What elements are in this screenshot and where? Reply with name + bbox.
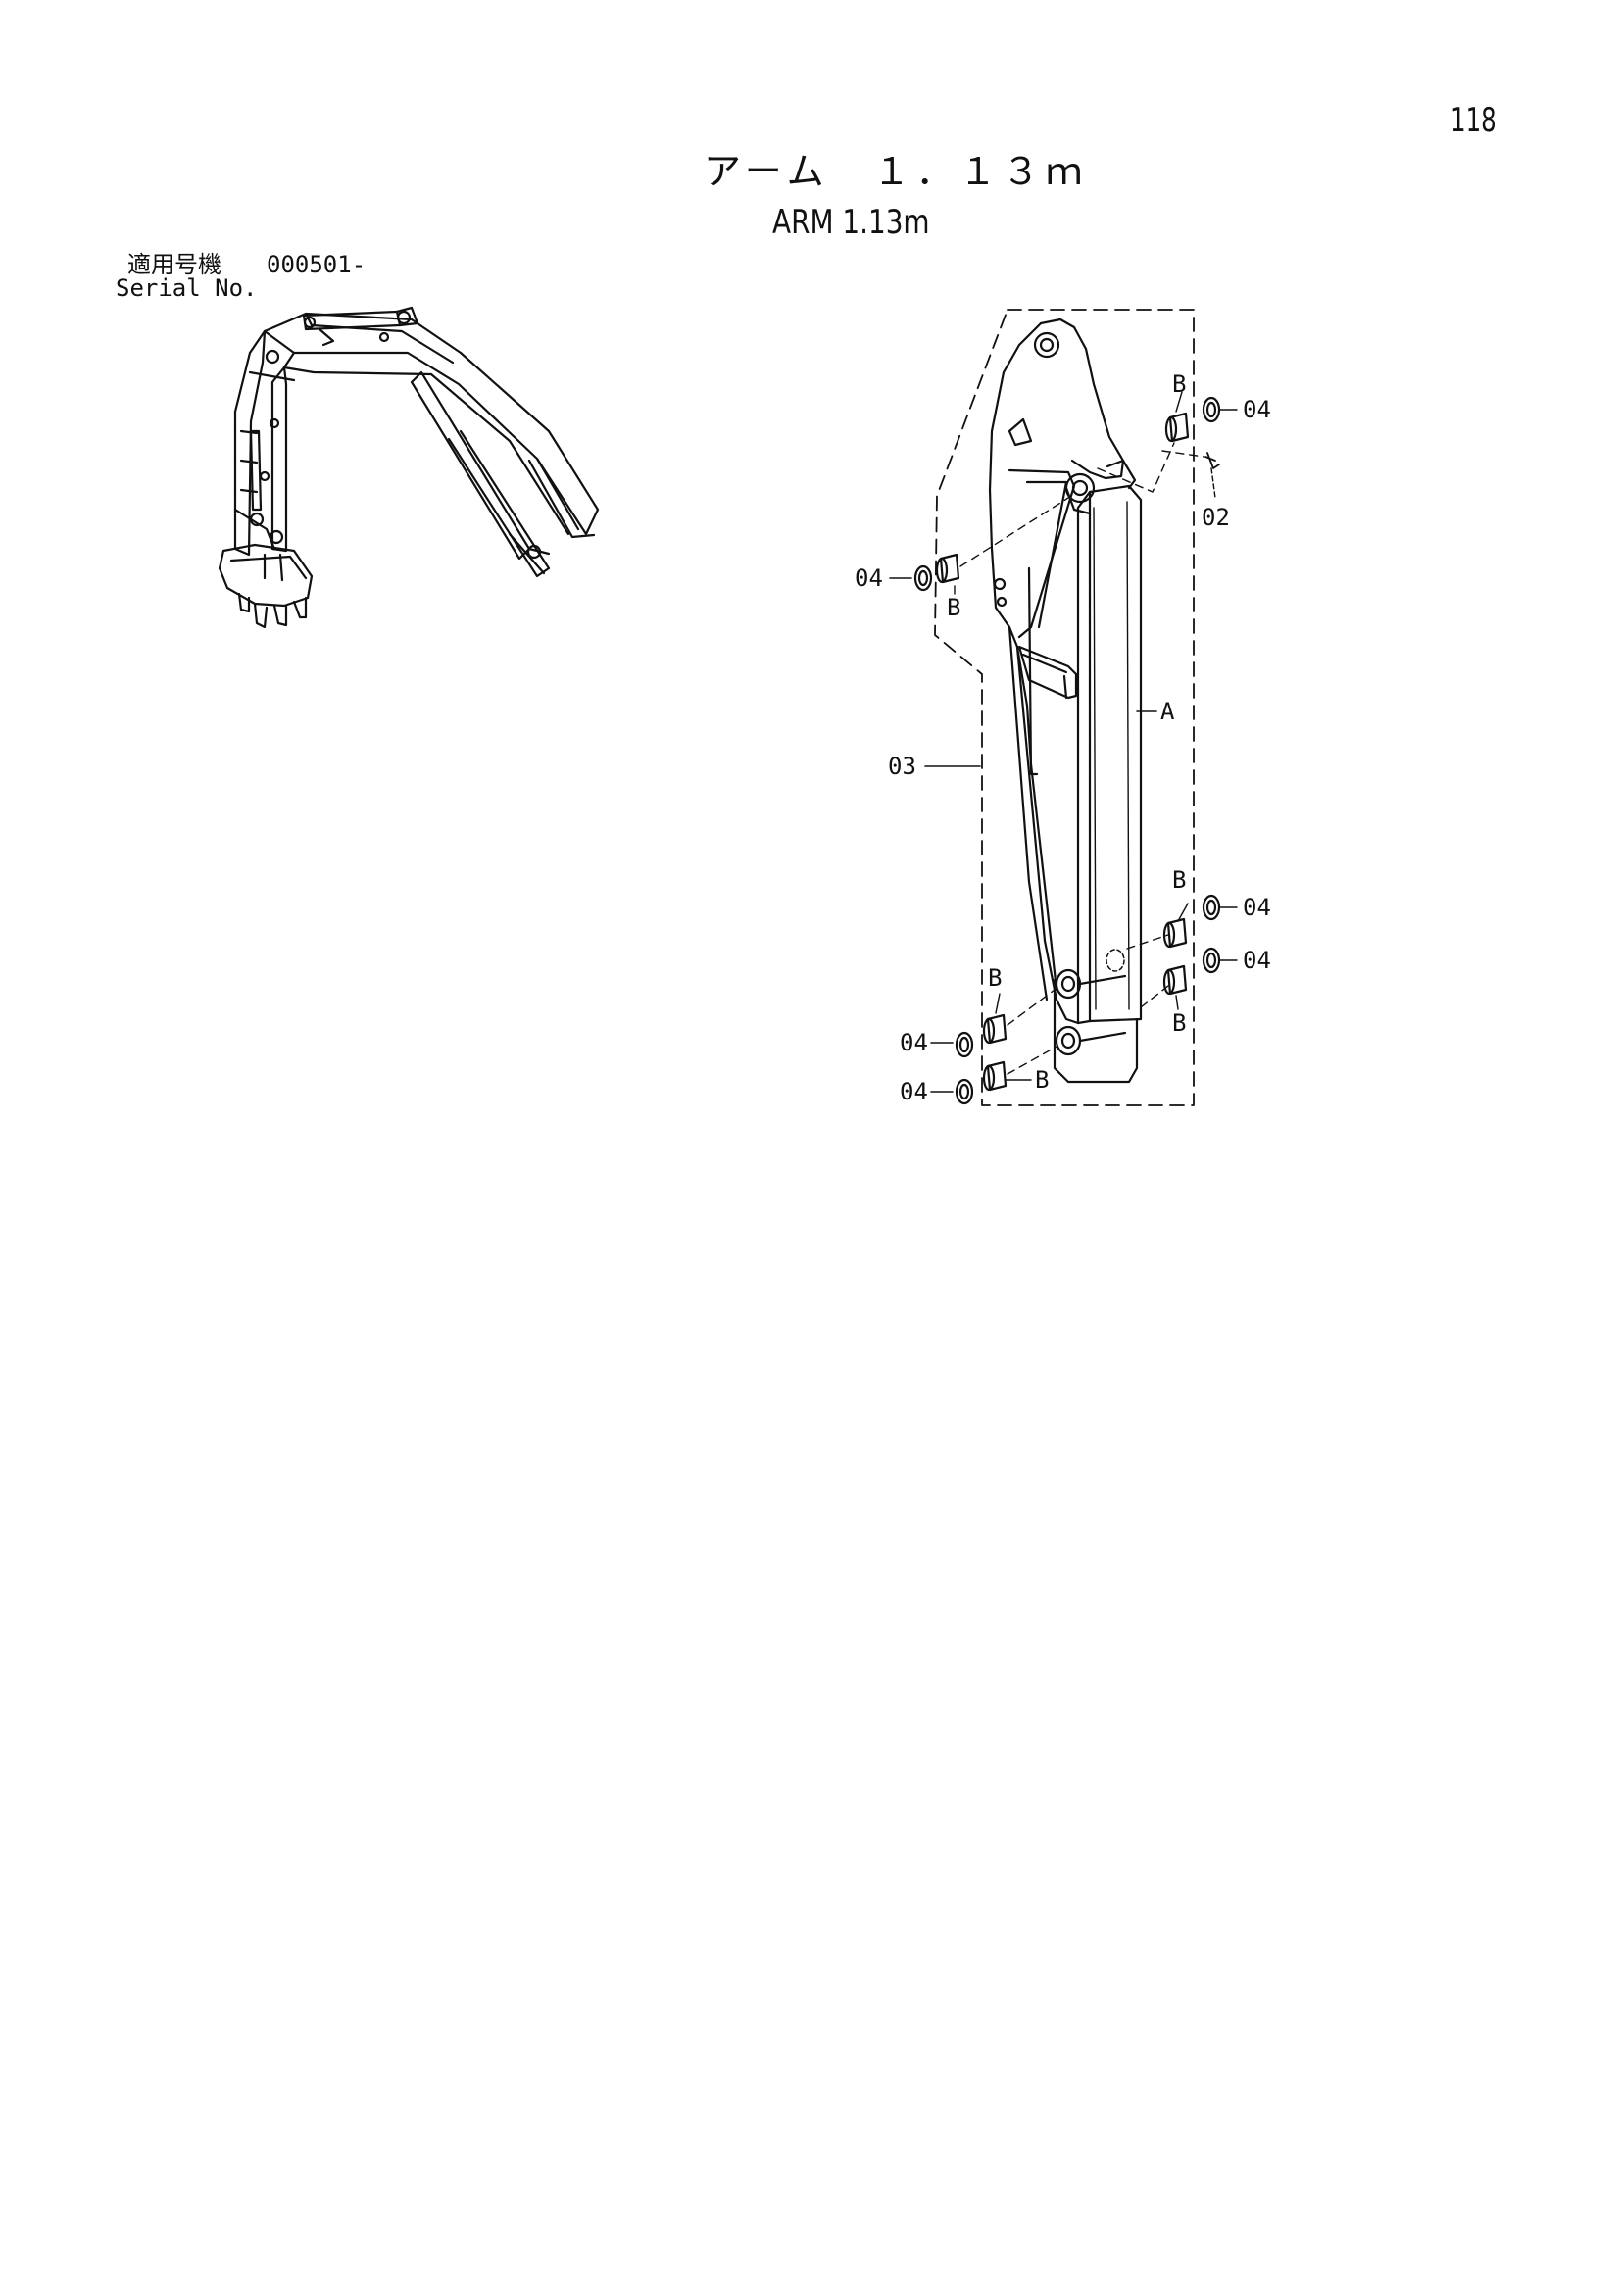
seal-04-bottom-right-lower: [1202, 947, 1221, 974]
callout-b: B: [1172, 1009, 1186, 1037]
bushing-b-bottom-right-upper: [1162, 917, 1188, 949]
callout-b: B: [1172, 370, 1186, 398]
callout-b: B: [1035, 1066, 1049, 1094]
callout-a: A: [1160, 698, 1175, 725]
bushing-b-bottom-right-lower: [1162, 964, 1188, 996]
callout-b: B: [988, 964, 1002, 992]
bushing-b-bottom-left-upper: [982, 1013, 1008, 1045]
callout-03: 03: [888, 753, 916, 780]
excavator-front-attachment-icon: [218, 306, 600, 629]
callout-04: 04: [1243, 894, 1271, 921]
seal-04-bottom-left-upper: [955, 1031, 974, 1058]
bushing-b-bottom-left-lower: [982, 1060, 1008, 1092]
serial-label-japanese: 適用号機: [127, 251, 221, 278]
serial-number: 000501-: [267, 251, 367, 278]
callout-04: 04: [1243, 947, 1271, 974]
callout-04: 04: [855, 564, 883, 592]
callout-b: B: [947, 594, 960, 621]
seal-04-bottom-left-lower: [955, 1078, 974, 1105]
bushing-b-top-left: [935, 553, 960, 584]
page-number: 118: [1450, 101, 1497, 140]
seal-04-bottom-right-upper: [1202, 894, 1221, 921]
bushing-b-top-right: [1164, 412, 1190, 443]
seal-04-top-left: [913, 564, 933, 592]
callout-b: B: [1172, 866, 1186, 894]
serial-label-english: Serial No.: [116, 274, 258, 302]
title-japanese: アーム １．１３ｍ: [704, 150, 1089, 193]
callout-04: 04: [900, 1029, 928, 1056]
callout-04: 04: [1243, 396, 1271, 423]
title-english: ARM 1.13m: [772, 203, 930, 242]
callout-02: 02: [1202, 504, 1230, 531]
callout-04: 04: [900, 1078, 928, 1105]
seal-04-top-right: [1202, 396, 1221, 423]
arm-exploded-view-icon: [889, 309, 1238, 1106]
